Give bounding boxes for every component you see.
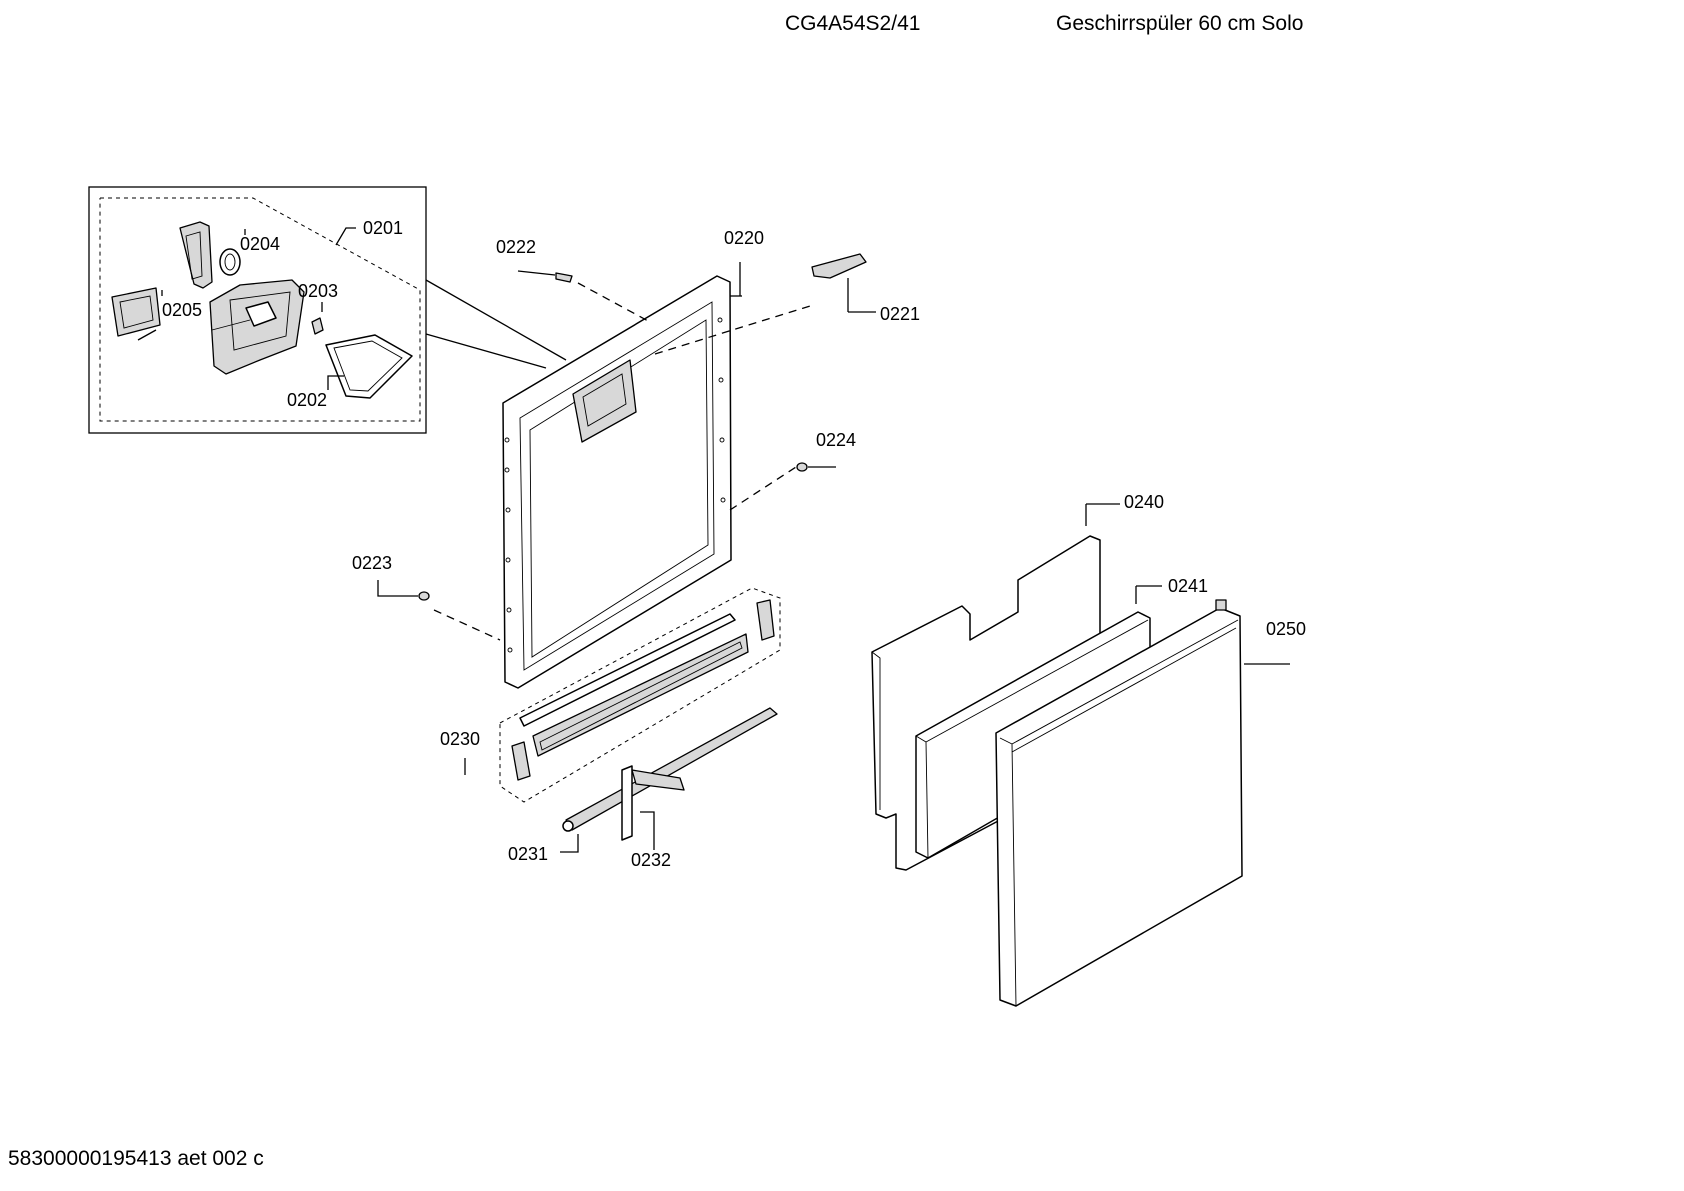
- front-door-0250: [995, 599, 1290, 1007]
- latch-0221: [811, 253, 876, 313]
- label-0203: 0203: [298, 281, 338, 301]
- seal-0204: [179, 221, 246, 289]
- label-0223: 0223: [352, 553, 392, 573]
- label-0241: 0241: [1168, 576, 1208, 596]
- label-0230: 0230: [440, 729, 480, 749]
- label-0205: 0205: [162, 300, 202, 320]
- label-0220: 0220: [724, 228, 764, 248]
- screw-0224: [796, 462, 836, 472]
- label-0222: 0222: [496, 237, 536, 257]
- label-0224: 0224: [816, 430, 856, 450]
- screw-0222: [517, 270, 573, 283]
- dispenser-detail-inset: [88, 186, 567, 434]
- label-0250: 0250: [1266, 619, 1306, 639]
- inner-door-0220: [502, 262, 742, 689]
- rod-0231: [560, 707, 778, 853]
- appliance-description: Geschirrspüler 60 cm Solo: [1056, 12, 1304, 35]
- label-0221: 0221: [880, 304, 920, 324]
- document-id: 58300000195413 aet 002 c: [8, 1147, 264, 1170]
- label-0204: 0204: [240, 234, 280, 254]
- label-0231: 0231: [508, 844, 548, 864]
- label-0202: 0202: [287, 390, 327, 410]
- dispenser-unit: [209, 279, 305, 375]
- lid-0202: [325, 334, 413, 399]
- label-0240: 0240: [1124, 492, 1164, 512]
- label-0201: 0201: [363, 218, 403, 238]
- cap-0203: [311, 302, 324, 335]
- model-number: CG4A54S2/41: [785, 12, 921, 35]
- screw-0223: [377, 580, 430, 601]
- rail-assembly-0230: [464, 587, 781, 803]
- label-0232: 0232: [631, 850, 671, 870]
- bracket-0232: [621, 765, 685, 850]
- plate-0205: [111, 287, 163, 341]
